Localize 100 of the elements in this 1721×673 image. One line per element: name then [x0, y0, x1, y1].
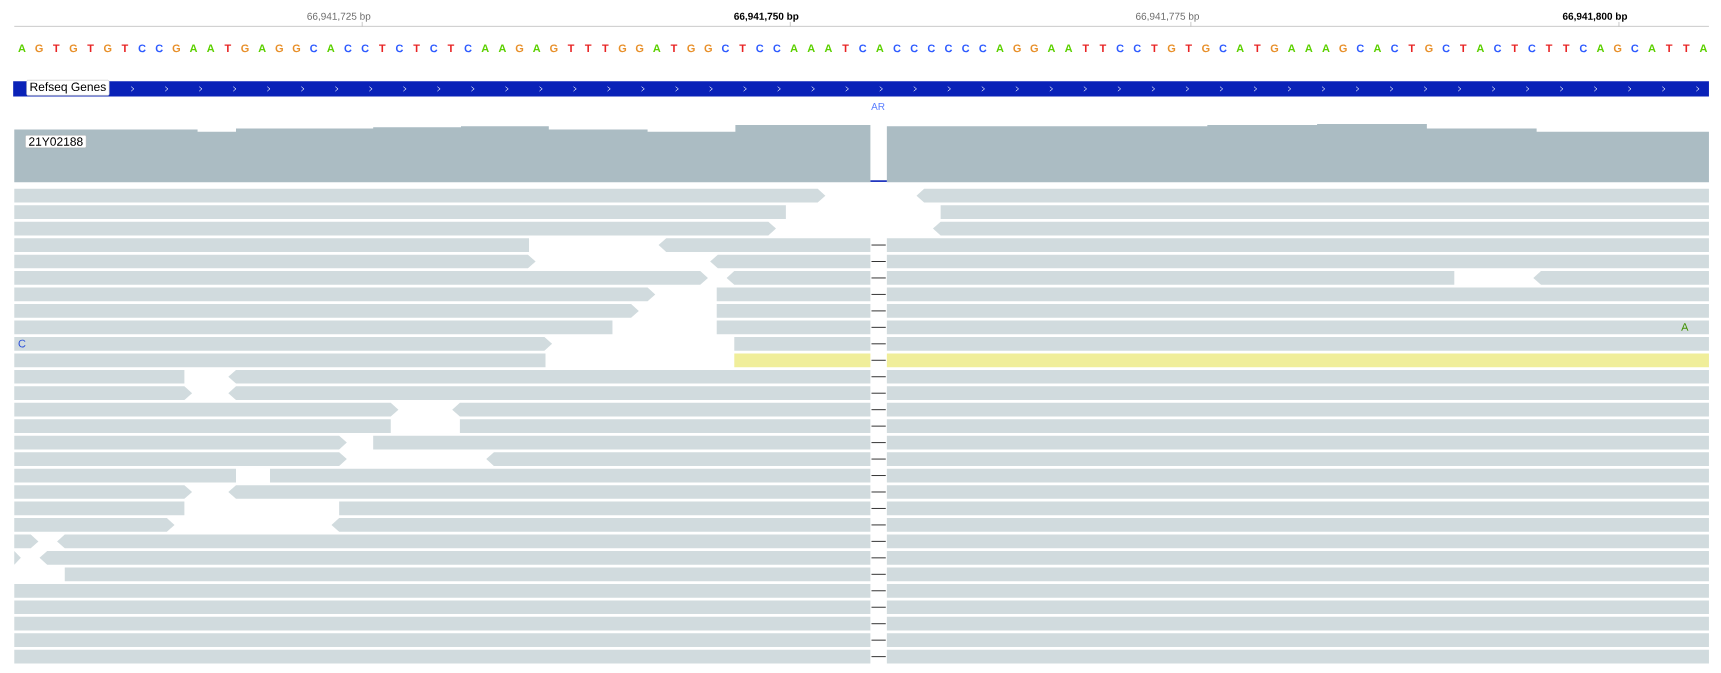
base-letter: T: [1545, 44, 1553, 53]
base-letter: C: [1116, 44, 1124, 53]
base-letter: C: [1133, 44, 1141, 53]
base-letter: C: [361, 44, 369, 53]
base-letter: C: [773, 44, 781, 53]
base-letter: T: [1185, 44, 1192, 53]
base-letter: T: [1460, 44, 1467, 53]
base-letter: C: [1579, 44, 1587, 53]
base-letter: G: [1013, 44, 1021, 53]
base-letter: G: [1339, 44, 1347, 53]
base-letter: G: [1202, 44, 1210, 53]
base-letter: A: [498, 44, 507, 53]
base-letter: T: [842, 44, 849, 53]
base-letter: A: [533, 44, 541, 53]
base-letter: C: [395, 44, 404, 53]
base-letter: T: [1511, 44, 1518, 53]
base-letter: A: [824, 44, 833, 53]
base-letter: C: [756, 44, 764, 53]
base-letter: C: [310, 44, 318, 53]
base-letter: G: [103, 44, 112, 53]
base-letter: T: [87, 44, 94, 53]
track-name-box: 21Y02188: [25, 135, 87, 149]
base-letter: C: [344, 44, 352, 53]
base-letter: C: [464, 44, 472, 53]
base-letter: T: [1683, 44, 1690, 53]
tick-label: 66,941,750 bp: [734, 12, 799, 22]
base-letter: C: [1219, 44, 1227, 53]
base-letter: C: [1494, 44, 1502, 53]
base-letter: C: [1631, 44, 1639, 53]
base-letter: A: [327, 44, 335, 53]
base-letter: T: [379, 44, 386, 53]
base-letter: T: [413, 44, 420, 53]
base-letter: G: [69, 44, 78, 53]
gene-name: AR: [871, 103, 885, 110]
base-letter: C: [962, 44, 970, 53]
base-letter: A: [1287, 44, 1296, 53]
base-letter: C: [910, 44, 918, 53]
base-letter: T: [224, 44, 232, 53]
base-letter: T: [1665, 44, 1673, 53]
base-letter: G: [1425, 44, 1433, 53]
base-letter: G: [687, 44, 695, 53]
base-letter: G: [292, 44, 301, 53]
base-letter: T: [53, 44, 60, 53]
base-letter: C: [893, 44, 901, 53]
base-letter: T: [602, 44, 609, 53]
base-letter: T: [1254, 44, 1261, 53]
base-letter: T: [121, 44, 129, 53]
base-letter: G: [635, 44, 644, 53]
base-letter: A: [1648, 44, 1656, 53]
base-letter: A: [1064, 44, 1073, 53]
base-letter: T: [670, 44, 678, 53]
base-letter: T: [1099, 44, 1107, 53]
base-letter: C: [1528, 44, 1536, 53]
base-letter: C: [927, 44, 935, 53]
track-name-box: Refseq Genes: [26, 80, 110, 96]
base-letter: A: [1236, 44, 1244, 53]
base-letter: T: [1082, 44, 1089, 53]
base-letter: A: [876, 44, 884, 53]
base-letter: G: [618, 44, 627, 53]
base-letter: G: [704, 44, 712, 53]
base-letter: A: [18, 44, 26, 53]
base-letter: G: [35, 44, 43, 53]
base-letter: C: [18, 339, 26, 348]
tick-label: 66,941,775 bp: [1136, 12, 1200, 22]
base-letter: A: [1305, 44, 1313, 53]
base-letter: G: [172, 44, 180, 53]
base-letter: G: [1613, 44, 1622, 53]
base-letter: A: [1373, 44, 1382, 53]
base-letter: G: [275, 44, 283, 53]
base-letter: G: [515, 44, 524, 53]
tick-label: 66,941,725 bp: [307, 12, 371, 22]
base-letter: C: [721, 44, 730, 53]
base-letter: T: [1562, 44, 1570, 53]
base-letter: T: [447, 44, 455, 53]
base-letter: C: [979, 44, 987, 53]
base-letter: C: [1442, 44, 1450, 53]
base-letter: A: [807, 44, 815, 53]
base-letter: T: [567, 44, 575, 53]
base-letter: A: [207, 44, 215, 53]
base-letter: A: [258, 44, 266, 53]
base-letter: A: [1047, 44, 1056, 53]
base-letter: G: [1030, 44, 1038, 53]
base-letter: C: [1356, 44, 1364, 53]
base-letter: A: [1596, 44, 1605, 53]
base-letter: C: [1391, 44, 1399, 53]
base-letter: C: [945, 44, 953, 53]
base-letter: C: [859, 44, 867, 53]
base-letter: A: [1322, 44, 1330, 53]
base-letter: G: [550, 44, 558, 53]
base-letter: A: [481, 44, 489, 53]
base-letter: A: [1476, 44, 1485, 53]
base-letter: C: [138, 44, 146, 53]
base-letter: G: [1167, 44, 1176, 53]
base-letter: G: [1270, 44, 1279, 53]
base-letter: T: [1151, 44, 1158, 53]
base-letter: A: [996, 44, 1004, 53]
base-letter: A: [653, 44, 661, 53]
base-letter: C: [430, 44, 438, 53]
base-letter: A: [1681, 323, 1689, 331]
base-letter: A: [189, 44, 198, 53]
